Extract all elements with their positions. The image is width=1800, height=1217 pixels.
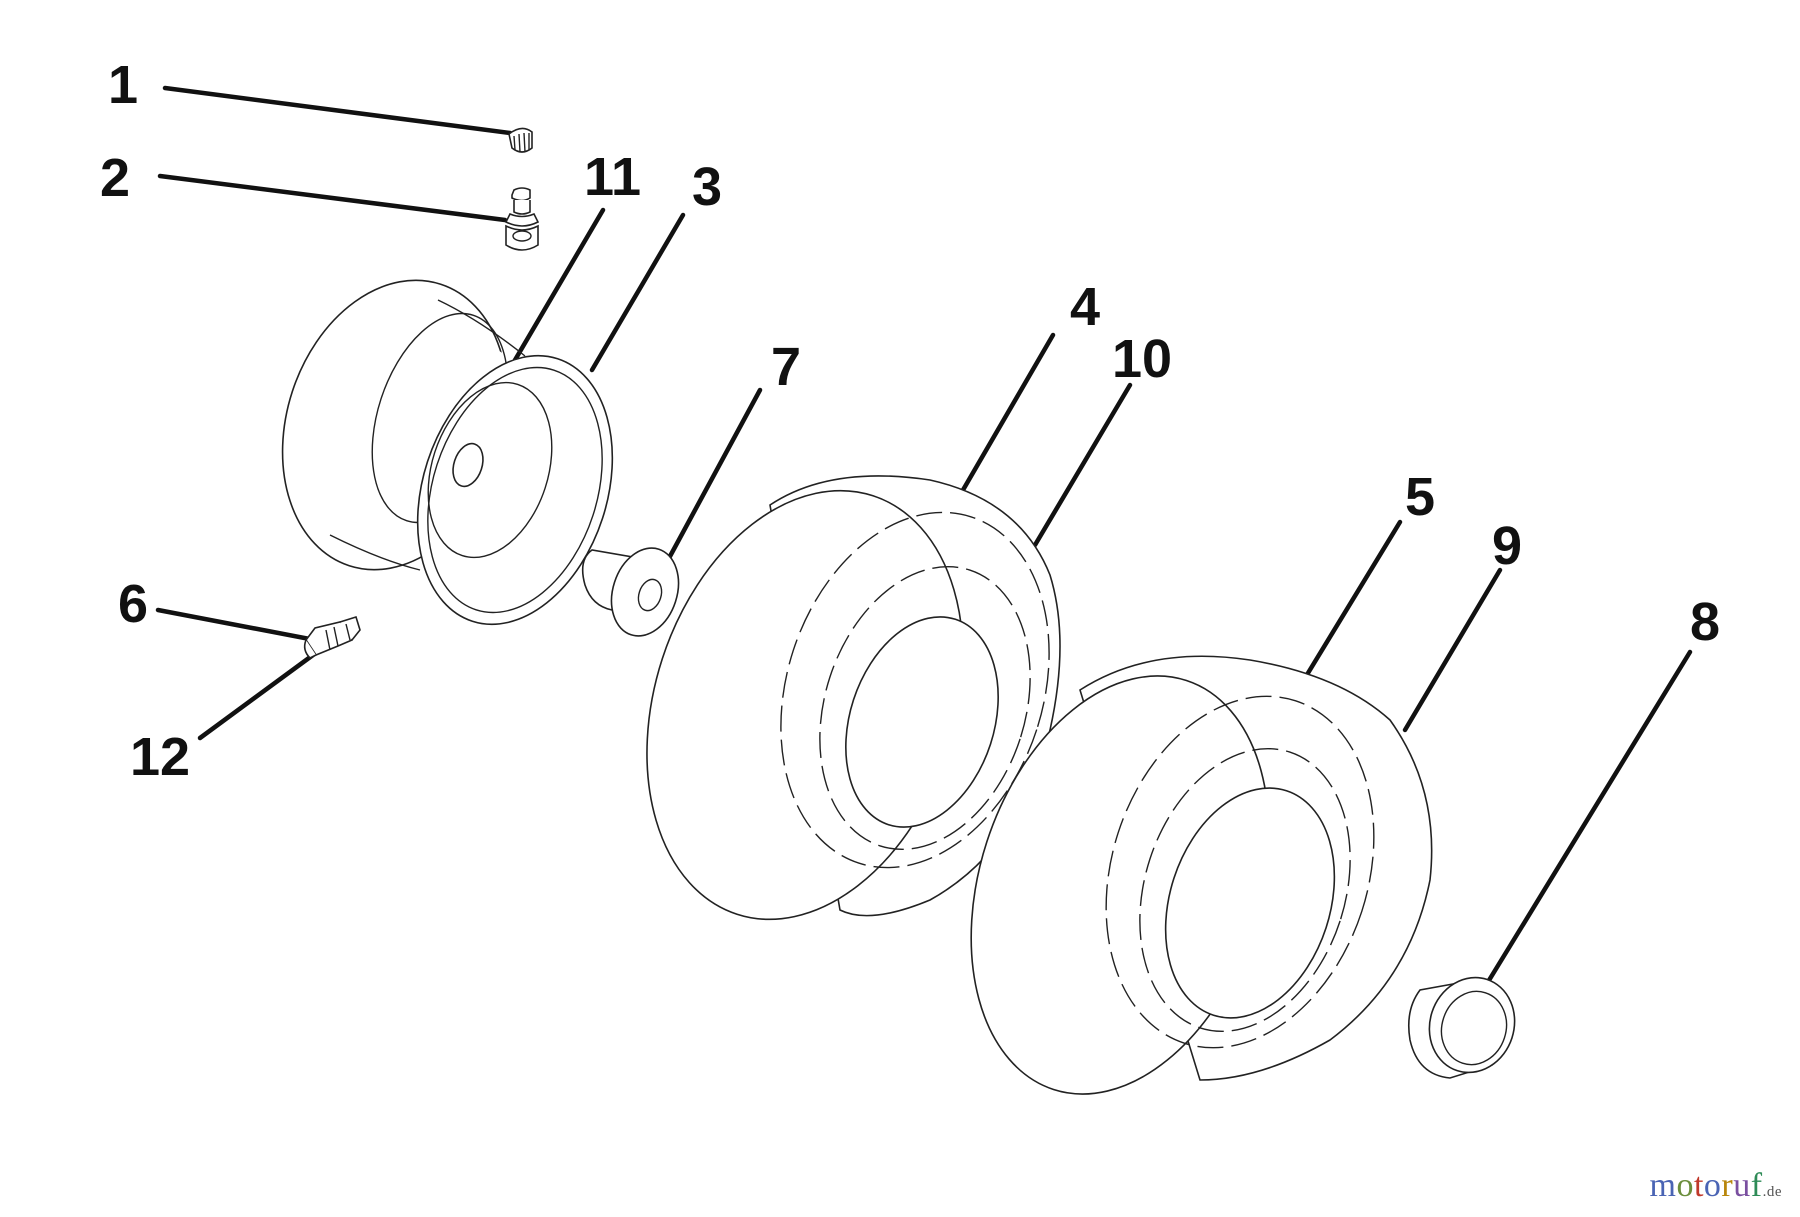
watermark-letter: o bbox=[1703, 1167, 1722, 1204]
leader-11 bbox=[512, 207, 606, 363]
callout-1: 1 bbox=[108, 55, 138, 115]
leader-10 bbox=[1032, 382, 1133, 548]
wheel-rim-part bbox=[281, 279, 614, 626]
leader-8 bbox=[1477, 649, 1693, 998]
motoruf-watermark-logo: motoruf.de bbox=[1650, 1167, 1782, 1205]
grease-fitting-part bbox=[303, 615, 361, 659]
watermark-letter: f bbox=[1750, 1167, 1763, 1204]
callout-3: 3 bbox=[692, 157, 722, 217]
callout-8: 8 bbox=[1690, 592, 1720, 652]
watermark-letter: o bbox=[1676, 1167, 1694, 1204]
callout-6: 6 bbox=[118, 574, 148, 634]
leader-3 bbox=[589, 212, 686, 373]
flange-bushing-part bbox=[581, 547, 680, 637]
callout-10: 10 bbox=[1112, 329, 1172, 389]
leader-2 bbox=[157, 173, 508, 223]
leader-6 bbox=[155, 607, 318, 643]
front-tire-part bbox=[646, 475, 1061, 921]
callout-9: 9 bbox=[1492, 516, 1522, 576]
leader-7 bbox=[665, 387, 763, 563]
watermark-suffix: .de bbox=[1762, 1184, 1782, 1200]
callout-11: 11 bbox=[584, 147, 641, 207]
watermark-letter: u bbox=[1733, 1167, 1751, 1204]
callout-2: 2 bbox=[100, 148, 130, 208]
leader-4 bbox=[960, 332, 1056, 493]
watermark-letter: t bbox=[1693, 1167, 1704, 1204]
hub-cap-part bbox=[1407, 976, 1516, 1079]
valve-stem-part bbox=[504, 187, 540, 251]
leader-12 bbox=[197, 652, 316, 741]
callout-7: 7 bbox=[771, 337, 801, 397]
leader-5 bbox=[1302, 519, 1403, 681]
leader-1 bbox=[162, 85, 513, 136]
watermark-letter: m bbox=[1649, 1167, 1677, 1204]
callout-12: 12 bbox=[130, 727, 190, 787]
leader-9 bbox=[1402, 567, 1503, 733]
callout-5: 5 bbox=[1405, 467, 1435, 527]
valve-cap-part bbox=[508, 127, 533, 153]
callout-4: 4 bbox=[1070, 277, 1100, 337]
watermark-letter: r bbox=[1721, 1167, 1734, 1204]
rear-tire-part bbox=[970, 655, 1433, 1095]
